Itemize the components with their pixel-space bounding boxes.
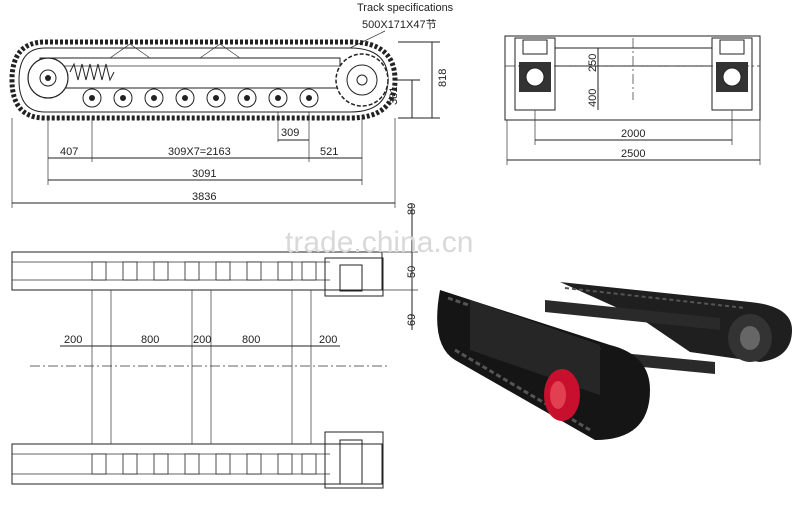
dim-spacing-e: 200 (319, 334, 337, 346)
undercarriage-photo (437, 282, 792, 440)
top-view: 200 800 200 800 200 89 50 69 (11, 203, 418, 489)
dim-spacing-a: 200 (64, 334, 82, 346)
tension-spring (69, 62, 115, 82)
top-upper-track (11, 251, 383, 291)
side-frame (39, 57, 341, 89)
end-right-track (711, 37, 753, 111)
dim-front-offset: 407 (60, 146, 78, 158)
drive-sprocket (335, 53, 389, 107)
dim-center-distance: 2000 (621, 128, 645, 140)
dim-height-total: 818 (437, 69, 449, 87)
dim-overall-length: 3836 (192, 191, 216, 203)
dim-roller-height: 381 (388, 87, 400, 105)
dim-spacing-c: 200 (193, 334, 211, 346)
track-spec-label: Track specifications (357, 2, 454, 14)
top-lower-track (11, 443, 383, 485)
dim-pitch-single: 309 (281, 127, 299, 139)
dim-rear-offset: 521 (320, 146, 338, 158)
track-rollers (82, 88, 319, 108)
dim-roller-span: 309X7=2163 (168, 146, 231, 158)
dim-frame-height: 400 (587, 89, 599, 107)
end-crossbeam (554, 47, 713, 67)
dim-upper-offset: 250 (587, 54, 599, 72)
track-spec-value: 500X171X47节 (362, 18, 437, 31)
side-view: 818 381 309 407 309X7=2163 521 3091 3836 (9, 39, 449, 208)
end-left-track (514, 37, 556, 111)
end-frame-outline (504, 35, 761, 121)
photo-crossbeam-upper (545, 300, 720, 330)
dim-right-top: 89 (406, 203, 418, 215)
dim-overall-width: 2500 (621, 148, 645, 160)
end-view: 250 400 2000 2500 (504, 35, 761, 165)
dim-spacing-b: 800 (141, 334, 159, 346)
dim-right-mid: 50 (406, 266, 418, 278)
dim-right-bottom: 69 (406, 314, 418, 326)
dim-ground-length: 3091 (192, 168, 216, 180)
dim-spacing-d: 800 (242, 334, 260, 346)
watermark: trade.china.cn (285, 226, 473, 259)
